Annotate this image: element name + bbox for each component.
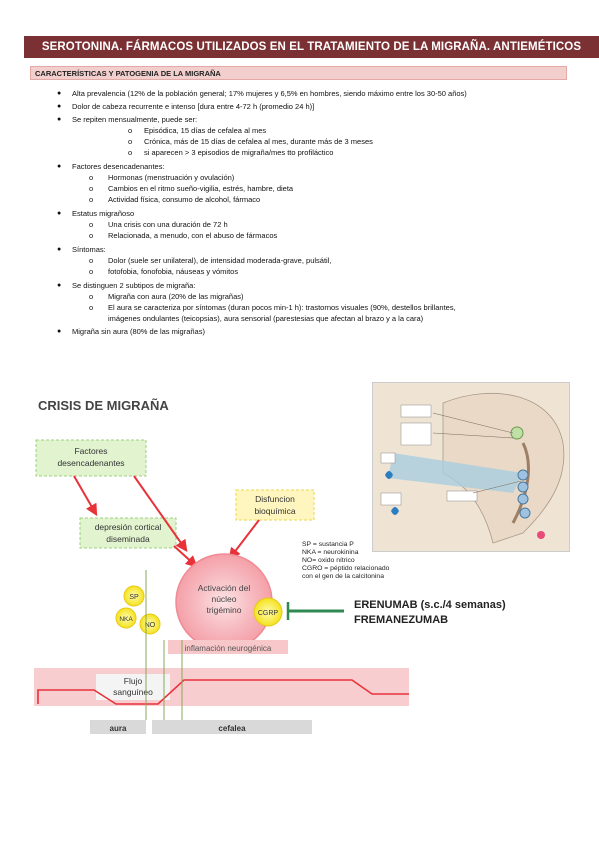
list-item: si aparecen > 3 episodios de migraña/mes… (144, 148, 334, 157)
legend-line: con el gen de la calcitonina (302, 573, 384, 580)
depresion-label: diseminada (106, 534, 150, 544)
bullet: o (89, 256, 94, 265)
bullet: o (128, 126, 133, 135)
flujo-label: sanguíneo (113, 687, 153, 697)
list-item: Cambios en el ritmo sueño-vigilia, estré… (108, 184, 294, 193)
anatomy-image (372, 382, 570, 552)
document-title: SEROTONINA. FÁRMACOS UTILIZADOS EN EL TR… (24, 36, 599, 58)
aura-bar (90, 720, 146, 734)
no-circle (139, 613, 161, 635)
list-item: Migraña sin aura (80% de las migrañas) (72, 327, 205, 336)
sp-label: SP (129, 594, 139, 601)
list-item: Hormonas (menstruación y ovulación) (108, 173, 235, 182)
list-item: Una crisis con una duración de 72 h (108, 220, 228, 229)
list-item: Relacionada, a menudo, con el abuso de f… (108, 231, 278, 240)
activacion-label: núcleo (211, 594, 236, 604)
list-item: fotofobia, fonofobia, náuseas y vómitos (108, 267, 239, 276)
nka-circle (115, 607, 137, 629)
list-item: El aura se caracteriza por síntomas (dur… (108, 303, 456, 312)
list-item: imágenes ondulantes (teicopsias), aura s… (108, 314, 424, 323)
bullet: ● (57, 116, 62, 123)
list-item: Se repiten mensualmente, puede ser: (72, 115, 198, 124)
arrow (173, 545, 198, 568)
inflamacion-label: inflamación neurogénica (185, 644, 272, 653)
bullet: o (89, 195, 94, 204)
legend-line: NKA = neurokinina (302, 549, 359, 556)
list-item: Se distinguen 2 subtipos de migraña: (72, 281, 196, 290)
bullet: o (128, 137, 133, 146)
list-item: Actividad física, consumo de alcohol, fá… (108, 195, 261, 204)
bullet: ● (57, 246, 62, 253)
factores-label: desencadenantes (57, 458, 124, 468)
bullet: o (89, 231, 94, 240)
bullet: o (89, 267, 94, 276)
arrow (133, 475, 188, 552)
nka-label: NKA (119, 616, 133, 623)
activacion-label: trigémino (207, 605, 242, 615)
list-item: Crónica, más de 15 días de cefalea al me… (144, 137, 373, 146)
bullet: ● (57, 328, 62, 335)
flujo-band (34, 668, 409, 706)
no-label: NO (145, 622, 156, 629)
bullet: ● (57, 210, 62, 217)
activacion-label: Activación del (198, 583, 251, 593)
flujo-curve (37, 679, 409, 705)
bullet: ● (57, 163, 62, 170)
cefalea-label: cefalea (218, 724, 246, 733)
list-item: Dolor de cabeza recurrente e intenso [du… (72, 102, 315, 111)
list-item: Síntomas: (72, 245, 106, 254)
aura-label: aura (110, 724, 127, 733)
arrow (73, 475, 98, 517)
list-item: Dolor (suele ser unilateral), de intensi… (108, 256, 332, 265)
legend-line: SP = sustancia P (302, 541, 354, 548)
diagram-title: CRISIS DE MIGRAÑA (38, 398, 169, 413)
list-item: Episódica, 15 días de cefalea al mes (144, 126, 267, 135)
bullet: ● (57, 90, 62, 97)
list-item: Migraña con aura (20% de las migrañas) (108, 292, 244, 301)
sp-circle (123, 585, 145, 607)
disfuncion-label: bioquímica (254, 506, 295, 516)
list-item: Factores desencadenantes: (72, 162, 165, 171)
bullet: o (128, 148, 133, 157)
flujo-label: Flujo (124, 676, 143, 686)
drug-erenumab: ERENUMAB (s.c./4 semanas) (354, 599, 506, 611)
disfuncion-label: Disfuncion (255, 494, 295, 504)
factores-label: Factores (74, 446, 107, 456)
legend-line: NO= oxido nítrico (302, 557, 355, 564)
depresion-label: depresión cortical (95, 522, 162, 532)
list-item: Estatus migrañoso (72, 209, 135, 218)
arrow (228, 519, 260, 560)
bullet: o (89, 303, 94, 312)
section-heading: CARACTERÍSTICAS Y PATOGENIA DE LA MIGRAÑ… (30, 66, 567, 80)
flujo-box (96, 674, 170, 700)
bullet: o (89, 292, 94, 301)
drug-fremanezumab: FREMANEZUMAB (354, 614, 448, 626)
bullet: ● (57, 282, 62, 289)
cgrp-label: CGRP (258, 610, 279, 617)
disfuncion-box (235, 489, 315, 521)
inflamacion-box (168, 640, 288, 654)
depresion-box (79, 517, 177, 549)
factores-box (35, 439, 147, 477)
legend-line: CGRO = péptido relacionado (302, 565, 390, 572)
migraine-crisis-diagram: CRISIS DE MIGRAÑA Factores desencadenant… (34, 398, 506, 734)
bullet: ● (57, 103, 62, 110)
bullet: o (89, 220, 94, 229)
bullet: o (89, 173, 94, 182)
bullet: o (89, 184, 94, 193)
cgrp-circle (253, 597, 283, 627)
list-item: Alta prevalencia (12% de la población ge… (72, 89, 467, 98)
cefalea-bar (152, 720, 312, 734)
